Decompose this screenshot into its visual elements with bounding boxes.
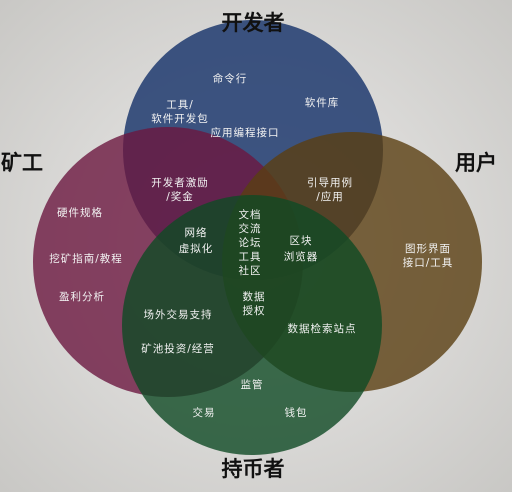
region-label-dev-user-1: /应用	[316, 190, 344, 203]
group-label-holders: 持币者	[222, 457, 285, 481]
region-label-center-0: 文档	[239, 208, 262, 221]
region-label-dev-tools-1: 软件开发包	[151, 112, 209, 125]
region-label-miner-user-holder-1: 授权	[243, 304, 266, 317]
region-label-miner-holder-2-0: 矿池投资/经营	[141, 342, 215, 355]
region-label-dev-tools-0: 工具/	[166, 99, 194, 111]
region-label-dev-only-0: 命令行	[213, 72, 248, 85]
region-label-miner-only-3-0: 盈利分析	[59, 290, 105, 303]
region-label-center-3: 工具	[239, 251, 262, 263]
group-label-users: 用户	[455, 151, 497, 175]
region-label-user-holder-0: 数据检索站点	[288, 322, 357, 335]
region-label-miner-only-2-0: 挖矿指南/教程	[49, 252, 123, 265]
region-label-dev-user-holder-0: 区块	[290, 235, 313, 247]
holders-circle	[122, 195, 382, 455]
region-label-dev-user-0: 引导用例	[307, 176, 353, 189]
region-label-center-1: 交流	[239, 222, 262, 235]
region-label-holder-only-2-0: 交易	[193, 406, 216, 419]
region-label-dev-miner-holder-1: 虚拟化	[179, 242, 214, 255]
group-label-developers: 开发者	[222, 11, 285, 35]
region-label-holder-only-3-0: 钱包	[285, 406, 308, 419]
region-label-holder-only-1-0: 监管	[241, 378, 264, 391]
region-label-miner-only-1-0: 硬件规格	[57, 206, 103, 219]
region-label-dev-only-1: 软件库	[305, 96, 340, 109]
region-label-user-only-0: 图形界面	[405, 243, 451, 255]
region-label-center-4: 社区	[239, 264, 262, 277]
region-label-miner-holder-1-0: 场外交易支持	[144, 308, 213, 321]
region-label-dev-miner-1: /奖金	[166, 190, 194, 203]
region-label-dev-miner-0: 开发者激励	[151, 176, 209, 189]
region-label-dev-api-0: 应用编程接口	[211, 126, 280, 139]
region-label-center-2: 论坛	[239, 236, 262, 249]
group-label-miners: 矿工	[1, 151, 43, 175]
region-label-dev-user-holder-1: 浏览器	[284, 250, 319, 263]
region-label-user-only-1: 接口/工具	[403, 256, 454, 269]
region-label-miner-user-holder-0: 数据	[243, 290, 266, 303]
region-label-dev-miner-holder-0: 网络	[185, 226, 208, 239]
